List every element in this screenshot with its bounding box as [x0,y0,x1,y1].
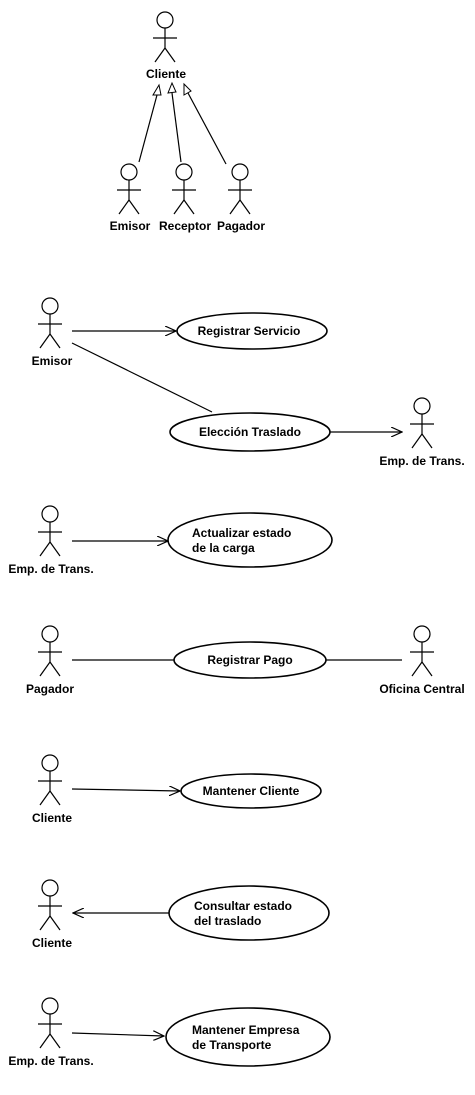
association-arrow [71,1033,164,1036]
actor-cliente-parent [152,11,178,63]
use-case-label: Registrar Servicio [198,324,301,338]
actor-receptor-child [171,163,197,215]
use-case-label-line1: Mantener Empresa [192,1023,300,1037]
actor-label-emp-trans-d6: Emp. de Trans. [8,1054,93,1068]
use-case-mantener-empresa [165,1007,331,1067]
actor-label-cliente-d4: Cliente [32,811,72,825]
use-case-mantener-cliente [180,773,322,809]
use-case-label: Registrar Pago [207,653,292,667]
actor-label-oficina-central: Oficina Central [379,682,464,696]
actor-cliente-d5 [37,879,63,931]
use-case-label-line1: Actualizar estado [192,526,291,540]
use-case-registrar-servicio [176,312,328,350]
association-line [71,342,213,413]
actor-emp-trans [409,397,435,449]
actor-label-pagador-d3: Pagador [26,682,74,696]
actor-label-pagador: Pagador [217,219,265,233]
actor-emisor [37,297,63,349]
actor-pagador [37,625,63,677]
actor-pagador-child [227,163,253,215]
actor-cliente-d4 [37,754,63,806]
actor-label-emisor-d1: Emisor [32,354,73,368]
actor-label-cliente-d5: Cliente [32,936,72,950]
actor-emp-trans-2 [37,505,63,557]
actor-label-receptor: Receptor [159,219,211,233]
actor-emp-trans-d6 [37,997,63,1049]
generalization-lines [138,81,227,165]
use-case-label-line2: de la carga [192,541,255,555]
actor-label-emp-trans-2: Emp. de Trans. [8,562,93,576]
use-case-actualizar-estado [167,512,333,568]
use-case-label-line2: de Transporte [192,1038,272,1052]
actor-emisor-child [116,163,142,215]
use-case-label-line1: Consultar estado [194,899,292,913]
association-arrow [71,789,180,791]
use-case-consultar-estado [168,885,330,941]
actor-label-emisor: Emisor [110,219,151,233]
actor-label-emp-trans: Emp. de Trans. [379,454,464,468]
actor-oficina-central [409,625,435,677]
use-case-label-line2: del traslado [194,914,261,928]
actor-label-cliente: Cliente [146,67,186,81]
use-case-label: Elección Traslado [199,425,301,439]
use-case-label: Mantener Cliente [203,784,300,798]
